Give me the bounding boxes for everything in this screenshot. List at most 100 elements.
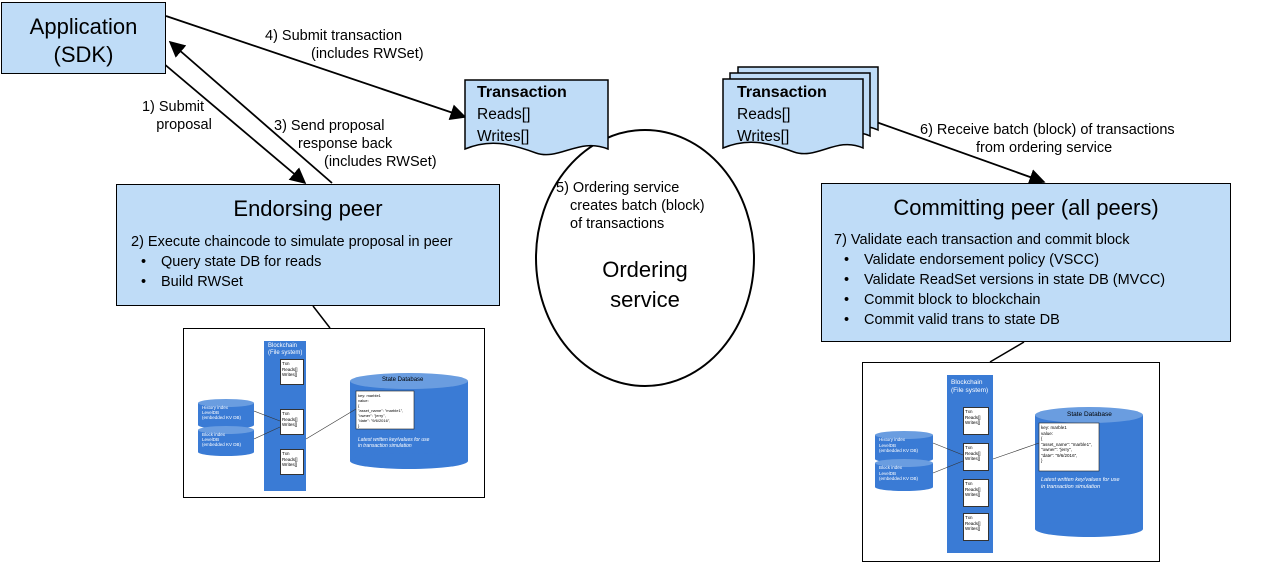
ledger-block-l1: Block index [879, 465, 903, 470]
step-1-line2: proposal [156, 117, 212, 133]
ledger-txn-label: Txn [282, 361, 290, 366]
ledger-caption-l2: in transaction simulation [358, 443, 412, 449]
tx-left-title: Transaction [477, 84, 567, 101]
ledger-txn-reads: Reads[] [965, 414, 981, 420]
step-6-line1: 6) Receive batch (block) of transactions [920, 122, 1175, 138]
ledger-right-blockchain-label: Blockchain (File system) [951, 379, 988, 395]
ledger-txn-label: Txn [965, 445, 973, 450]
ledger-blockchain-l2: (File system) [268, 350, 303, 356]
ledger-block-l3: (embedded KV DB) [879, 476, 919, 481]
ledger-txn-label: Txn [282, 411, 290, 416]
step-4-line2: (includes RWSet) [311, 46, 424, 62]
arrow-proposal-response [168, 40, 333, 184]
committing-step: 7) Validate each transaction and commit … [834, 232, 1130, 248]
endorsing-title: Endorsing peer [233, 196, 383, 221]
step-4-label: 4) Submit transaction (includes RWSet) [265, 27, 445, 63]
step-3-line1: 3) Send proposal [274, 118, 385, 134]
ledger-kv-value: value: [358, 398, 369, 403]
committing-peer-box: Committing peer (all peers) 7) Validate … [821, 183, 1231, 342]
transaction-doc-right: Transaction Reads[] Writes[] [737, 82, 827, 148]
ledger-txn-reads: Reads[] [282, 366, 298, 372]
committing-bullets: Validate endorsement policy (VSCC) Valid… [834, 250, 1165, 330]
app-title-line1: Application [29, 14, 138, 39]
ledger-caption-l2: in transaction simulation [1041, 484, 1101, 490]
tx-left-writes: Writes[] [477, 128, 530, 145]
ledger-txn-label: Txn [965, 515, 973, 520]
committing-bullet: Commit valid trans to state DB [834, 310, 1165, 330]
ledger-txn-label: Txn [965, 409, 973, 414]
ledger-history-l2: LevelDB [879, 442, 897, 448]
ledger-txn-writes: Writes[] [965, 420, 981, 425]
step-1-line1: 1) Submit [141, 99, 205, 115]
ledger-block-l2: LevelDB [202, 437, 220, 442]
connector-committing-ledger [989, 341, 1025, 363]
endorsing-bullet: Build RWSet [131, 272, 321, 292]
endorsing-peer-box: Endorsing peer 2) Execute chaincode to s… [116, 184, 500, 306]
ledger-caption-l1: Latest written key/values for use [1041, 477, 1120, 483]
ledger-txn-writes: Writes[] [282, 372, 298, 377]
application-sdk-box: Application (SDK) [1, 2, 166, 74]
endorsing-step: 2) Execute chaincode to simulate proposa… [131, 234, 453, 250]
ledger-history-l2: LevelDB [202, 410, 220, 415]
endorsing-bullets: Query state DB for reads Build RWSet [131, 252, 321, 292]
step-1-label: 1) Submit proposal [124, 98, 222, 134]
committing-bullet: Commit block to blockchain [834, 290, 1165, 310]
ledger-kv-close: } [358, 423, 360, 428]
arrow-submit-proposal [162, 62, 307, 185]
committing-title: Committing peer (all peers) [893, 195, 1159, 220]
ledger-kv-json2: "owner": "jerry", [1041, 447, 1073, 452]
ledger-txn-writes: Writes[] [965, 456, 981, 461]
ledger-right-graphics [875, 375, 1143, 553]
ledger-blockchain-l1: Blockchain [951, 379, 983, 386]
committing-bullet: Validate endorsement policy (VSCC) [834, 250, 1165, 270]
transaction-doc-left-shape [464, 79, 609, 156]
ledger-block-l1: Block index [202, 432, 226, 437]
arrow-receive-batch [864, 117, 1046, 185]
ordering-service-circle [535, 129, 755, 387]
ledger-kv-json3: "date": "9/6/2016", [1041, 452, 1078, 458]
committing-bullet: Validate ReadSet versions in state DB (M… [834, 270, 1165, 290]
ledger-block-l3: (embedded KV DB) [202, 442, 242, 447]
ledger-history-l3: (embedded KV DB) [202, 415, 242, 420]
ordering-line2: service [610, 287, 680, 312]
step-5-line3: of transactions [570, 216, 665, 232]
ledger-txn-reads: Reads[] [965, 450, 981, 456]
ledger-txn-writes: Writes[] [965, 526, 981, 531]
step-5-line2: creates batch (block) [570, 198, 705, 214]
ledger-kv-key: key: marble1 [1041, 425, 1067, 430]
tx-right-title: Transaction [737, 84, 827, 101]
ledger-kv-json2: "owner": "jerry", [358, 413, 386, 418]
connector-endorsing-ledger [312, 305, 331, 329]
step-4-line1: 4) Submit transaction [265, 28, 403, 44]
ledger-history-l3: (embedded KV DB) [879, 448, 919, 453]
ledger-txn-writes: Writes[] [282, 422, 298, 427]
ledger-kv-open: { [358, 403, 360, 408]
ledger-txn-reads: Reads[] [282, 416, 298, 422]
step-5-line1: 5) Ordering service [556, 180, 680, 196]
ledger-history-l1: History index [879, 437, 906, 442]
ledger-block-l2: LevelDB [879, 470, 897, 476]
ordering-line1: Ordering [602, 257, 688, 282]
tx-left-reads: Reads[] [477, 106, 531, 123]
ledger-txn-label: Txn [965, 481, 973, 486]
ledger-kv-json1: "asset_name": "marble1", [1041, 441, 1092, 447]
step-3-line3: (includes RWSet) [324, 154, 437, 170]
tx-right-reads: Reads[] [737, 106, 791, 123]
ledger-txn-reads: Reads[] [282, 456, 298, 462]
